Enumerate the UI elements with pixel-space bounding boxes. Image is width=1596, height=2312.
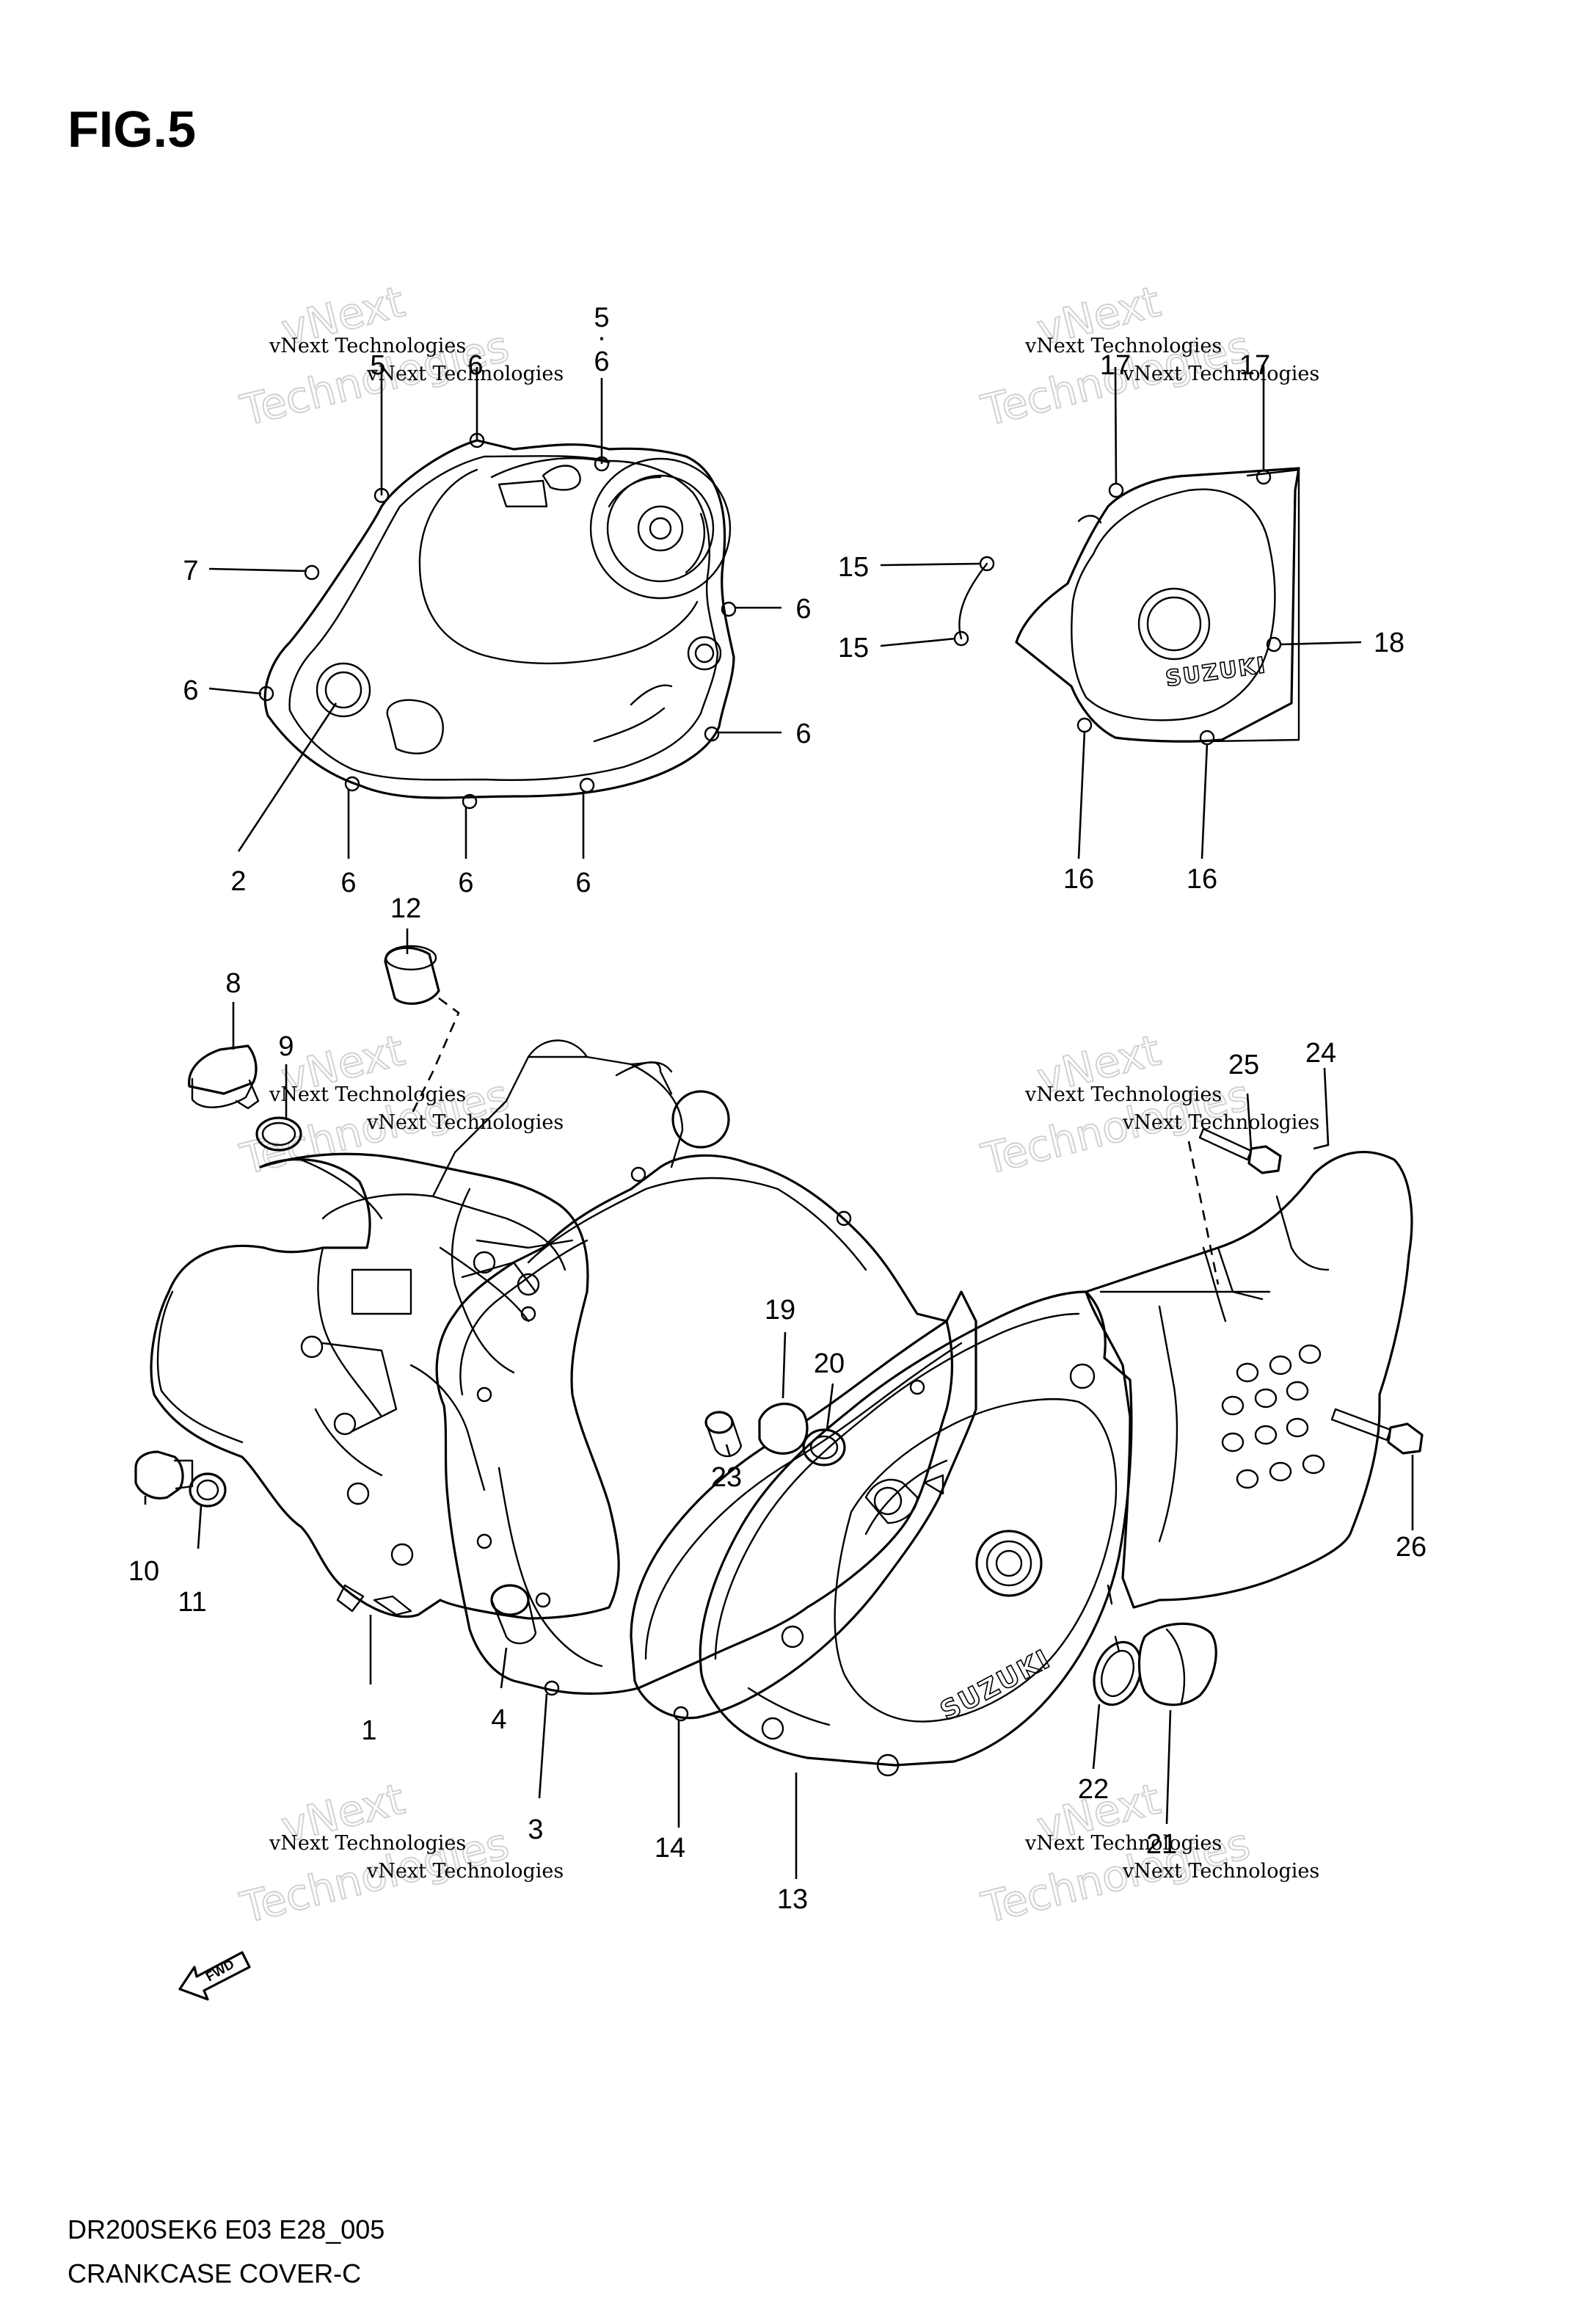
watermark-line-b: vNext Technologies [366, 1860, 564, 1883]
o-ring-part-9 [255, 1116, 302, 1152]
watermark-line-a: vNext Technologies [1024, 335, 1222, 357]
bolt-part-26 [1330, 1408, 1424, 1455]
plug-part-21 [1137, 1622, 1217, 1706]
callout-1: 1 [361, 1715, 376, 1746]
washer-part-11 [189, 1472, 227, 1508]
callout-5: 5 [594, 302, 609, 333]
callout-13: 13 [777, 1884, 808, 1915]
callout-labels: 5 · 6 5 6 7 6 2 6 6 6 6 6 17 17 15 15 18… [128, 302, 1426, 1915]
callout-17: 17 [1239, 350, 1270, 381]
leader-lines [144, 366, 1414, 1879]
callout-2: 2 [230, 866, 246, 897]
callout-6: 6 [795, 594, 811, 625]
callout-16: 16 [1187, 864, 1217, 895]
callout-11: 11 [178, 1587, 206, 1618]
callout-8: 8 [225, 968, 241, 999]
callout-6: 6 [795, 719, 811, 749]
callout-25: 25 [1228, 1050, 1259, 1080]
clutch-cover-gasket-drawing [258, 432, 737, 810]
callout-9: 9 [278, 1031, 294, 1062]
washer-part-11-inner [196, 1479, 219, 1501]
o-ring-part-22-inner [1101, 1649, 1134, 1698]
callout-5-dot: · [597, 322, 607, 353]
gasket-part-14 [630, 1290, 977, 1722]
watermark-line-b: vNext Technologies [366, 363, 564, 385]
figure-code: DR200SEK6 E03 E28_005 [68, 2214, 385, 2244]
o-ring-part-22 [1093, 1640, 1143, 1706]
plug-part-19 [758, 1403, 809, 1455]
o-ring-part-20 [802, 1428, 846, 1466]
o-ring-part-9-inner [261, 1122, 296, 1146]
watermark-line-b: vNext Technologies [1122, 1111, 1319, 1134]
dowel-pin-part-23 [704, 1411, 743, 1458]
callout-22: 22 [1078, 1774, 1109, 1805]
watermark-line-a: vNext Technologies [1024, 1832, 1222, 1855]
callout-19: 19 [765, 1295, 795, 1326]
callout-6: 6 [183, 675, 198, 706]
callout-17: 17 [1100, 350, 1131, 381]
bolt-part-25 [1198, 1127, 1282, 1174]
forward-direction-arrow: FWD [178, 1951, 251, 2001]
callout-10: 10 [128, 1556, 159, 1587]
gasket-part-3 [435, 1154, 954, 1696]
drain-bolt-part-10 [134, 1450, 194, 1499]
callout-6: 6 [594, 346, 609, 377]
callout-23: 23 [711, 1462, 742, 1493]
callout-4: 4 [491, 1704, 506, 1735]
callout-6: 6 [575, 868, 591, 898]
callout-14: 14 [655, 1833, 685, 1864]
watermark-line-a: vNext Technologies [269, 1083, 466, 1106]
callout-6: 6 [467, 350, 483, 381]
callout-3: 3 [528, 1814, 543, 1845]
watermark-group-bottom-left: vNext Technologies vNext Technologies vN… [235, 1773, 564, 1934]
dowel-pin-part-4 [490, 1584, 537, 1645]
magneto-cover-gasket-drawing: SUZUKI [953, 467, 1300, 746]
bushing-part-12 [384, 945, 440, 1005]
callout-18: 18 [1374, 628, 1404, 658]
clutch-cover-part-1 [150, 1039, 730, 1620]
watermark-line-b: vNext Technologies [366, 1111, 564, 1134]
watermark-line-a: vNext Technologies [269, 1832, 466, 1855]
callout-5: 5 [370, 350, 385, 381]
callout-20: 20 [814, 1348, 845, 1379]
magneto-cover-part-13: SUZUKI [699, 1290, 1133, 1777]
o-ring-part-20-inner [809, 1435, 839, 1460]
watermark-group-top-left: vNext Technologies vNext Technologies vN… [235, 276, 564, 437]
callout-15: 15 [838, 552, 869, 583]
watermark-line-a: vNext Technologies [1024, 1083, 1222, 1106]
watermark-line-a: vNext Technologies [269, 335, 466, 357]
callout-7: 7 [183, 556, 198, 586]
callout-26: 26 [1396, 1532, 1426, 1563]
oil-filler-cap-part-8 [188, 1044, 260, 1110]
watermark-line-b: vNext Technologies [1122, 363, 1319, 385]
callout-16: 16 [1063, 864, 1094, 895]
callout-6: 6 [340, 868, 356, 898]
brand-mark-magneto-cover: SUZUKI [936, 1644, 1056, 1727]
callout-24: 24 [1305, 1038, 1336, 1069]
callout-15: 15 [838, 633, 869, 664]
figure-name: CRANKCASE COVER-C [68, 2258, 361, 2289]
callout-21: 21 [1146, 1829, 1177, 1860]
sprocket-cover-part-24 [1085, 1151, 1413, 1609]
watermark-line-b: vNext Technologies [1122, 1860, 1319, 1883]
callout-6: 6 [458, 868, 473, 898]
figure-title: FIG.5 [68, 101, 196, 158]
callout-12: 12 [390, 893, 421, 924]
